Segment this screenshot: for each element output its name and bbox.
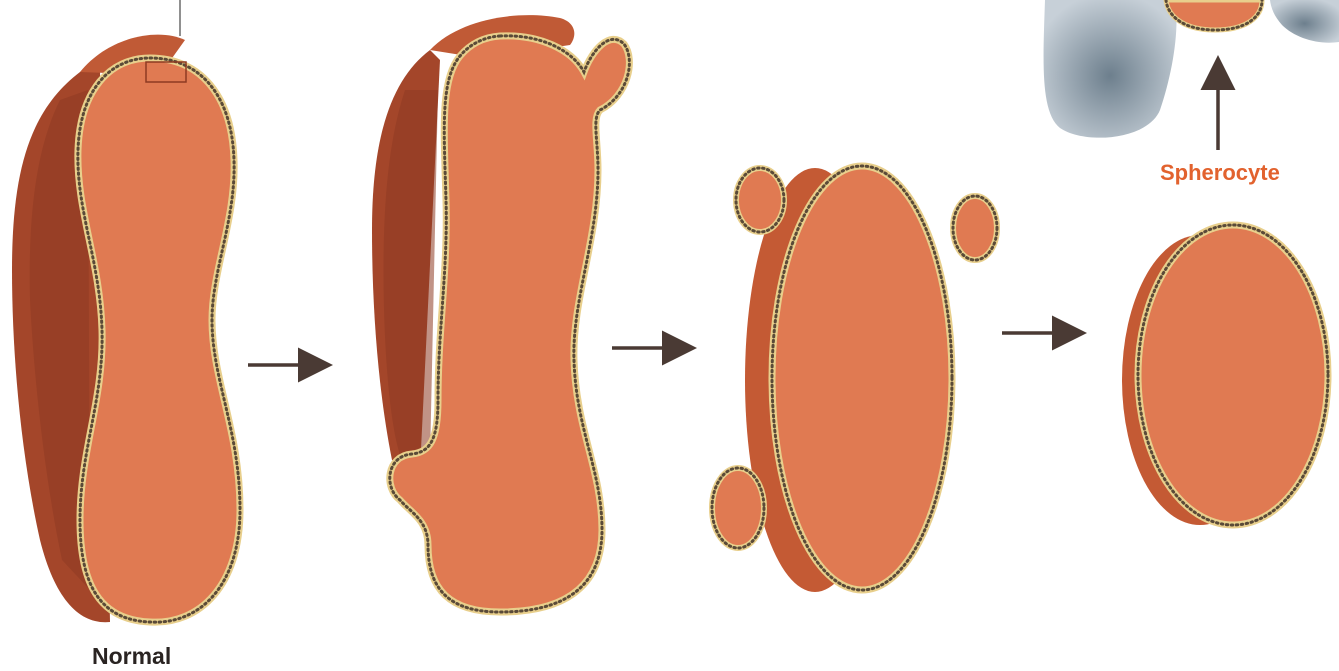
normal-cell: [12, 0, 240, 622]
vesicle-top-left: [736, 168, 784, 232]
macrophage-left-lobe: [1044, 0, 1177, 138]
blebbing-cell: [372, 15, 629, 612]
vesicle-bottom-left: [712, 468, 764, 548]
vesicle-top-right: [953, 196, 997, 260]
vesiculating-cell: [712, 166, 997, 592]
macrophage: [1044, 0, 1339, 138]
macrophage-right-lobe: [1270, 0, 1339, 43]
spherocyte-label: Spherocyte: [1160, 160, 1280, 186]
normal-label: Normal: [92, 643, 171, 670]
engulfed-cell: [1166, 0, 1262, 30]
spherocyte-cell: [1122, 225, 1328, 525]
